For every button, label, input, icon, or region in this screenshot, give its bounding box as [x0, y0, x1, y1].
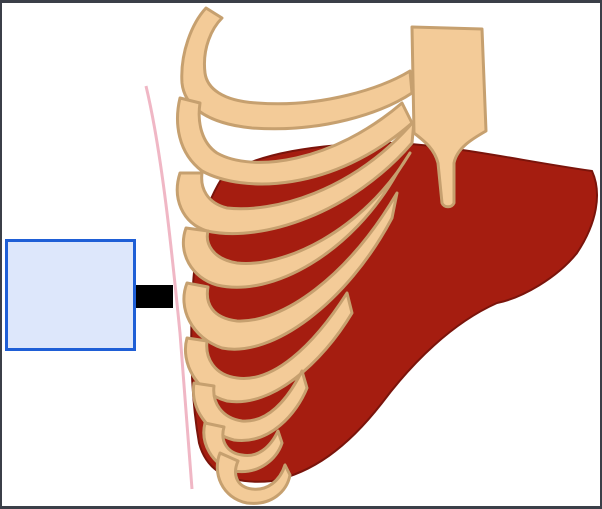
ultrasound-probe: [5, 239, 136, 351]
diagram-canvas: [2, 3, 600, 506]
probe-cable: [136, 285, 173, 308]
rib-1: [182, 8, 412, 129]
